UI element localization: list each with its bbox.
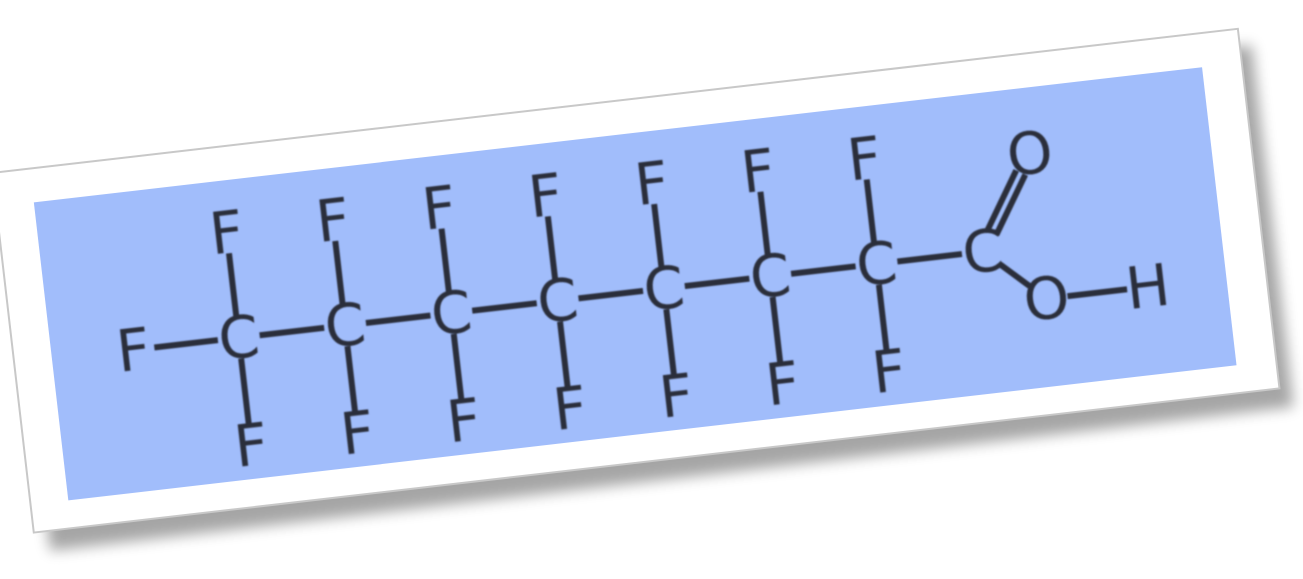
atom-f-bottom-3: F xyxy=(443,385,484,456)
bond-c-7-f-top-7 xyxy=(863,179,878,244)
molecule-panel xyxy=(33,67,1237,501)
bond-c-1-f-bottom-1 xyxy=(238,358,252,425)
atom-f-top-3: F xyxy=(419,172,460,243)
bond-c-1-c-2 xyxy=(259,324,325,339)
bond-c-2-f-bottom-2 xyxy=(344,345,359,413)
atom-c-2: C xyxy=(321,289,369,361)
bond-c-7-c-8 xyxy=(897,251,963,265)
bond-c-3-f-top-3 xyxy=(438,228,452,293)
bond-c-4-f-bottom-4 xyxy=(557,321,571,388)
atom-c-7: C xyxy=(852,228,900,300)
atom-c-4: C xyxy=(534,265,582,337)
atom-h-hydroxyl: H xyxy=(1122,251,1173,324)
bond-c-8-o-hydroxyl xyxy=(997,261,1032,289)
bond-o-hydroxyl-h-hydroxyl xyxy=(1067,286,1128,300)
atom-f-top-2: F xyxy=(312,184,353,255)
atom-f-bottom-1: F xyxy=(231,409,272,480)
bond-f-left-1-c-1 xyxy=(153,337,219,351)
bond-c-1-f-top-1 xyxy=(226,252,240,318)
bond-c-8-o-carbonyl-1 xyxy=(984,169,1019,232)
atom-f-left-1: F xyxy=(113,314,154,385)
atom-c-1: C xyxy=(215,302,263,374)
atom-o-hydroxyl: O xyxy=(1020,262,1073,335)
bond-c-7-f-bottom-7 xyxy=(875,284,890,351)
bond-c-2-f-top-2 xyxy=(332,240,346,305)
bond-c-3-c-4 xyxy=(471,300,538,314)
bond-c-4-c-5 xyxy=(578,287,644,302)
atom-f-top-7: F xyxy=(844,123,885,194)
bond-c-5-f-bottom-5 xyxy=(663,309,677,376)
atom-c-8: C xyxy=(959,216,1007,288)
atom-f-top-6: F xyxy=(738,135,779,206)
atom-c-6: C xyxy=(746,240,794,312)
bond-c-4-f-top-4 xyxy=(544,216,559,281)
atom-f-bottom-7: F xyxy=(868,336,909,407)
atom-f-top-5: F xyxy=(631,148,672,219)
bond-c-6-f-bottom-6 xyxy=(769,296,784,363)
bond-c-6-f-top-6 xyxy=(757,191,771,256)
bonds xyxy=(153,169,1128,425)
bond-c-2-c-3 xyxy=(365,312,431,326)
bond-c-3-f-bottom-3 xyxy=(450,333,465,400)
bond-c-8-o-carbonyl-2 xyxy=(993,173,1028,237)
atom-c-5: C xyxy=(640,252,688,324)
bond-c-5-c-6 xyxy=(684,275,750,290)
atom-c-3: C xyxy=(427,277,475,349)
atom-o-carbonyl: O xyxy=(1003,117,1056,190)
bond-c-6-c-7 xyxy=(790,263,856,277)
atom-f-bottom-6: F xyxy=(762,348,803,419)
atom-f-bottom-2: F xyxy=(337,397,378,468)
atom-f-bottom-4: F xyxy=(550,372,591,443)
atom-f-top-1: F xyxy=(206,197,247,268)
atom-f-top-4: F xyxy=(525,160,566,231)
atom-f-bottom-5: F xyxy=(656,360,697,431)
bond-c-5-f-top-5 xyxy=(651,203,665,268)
